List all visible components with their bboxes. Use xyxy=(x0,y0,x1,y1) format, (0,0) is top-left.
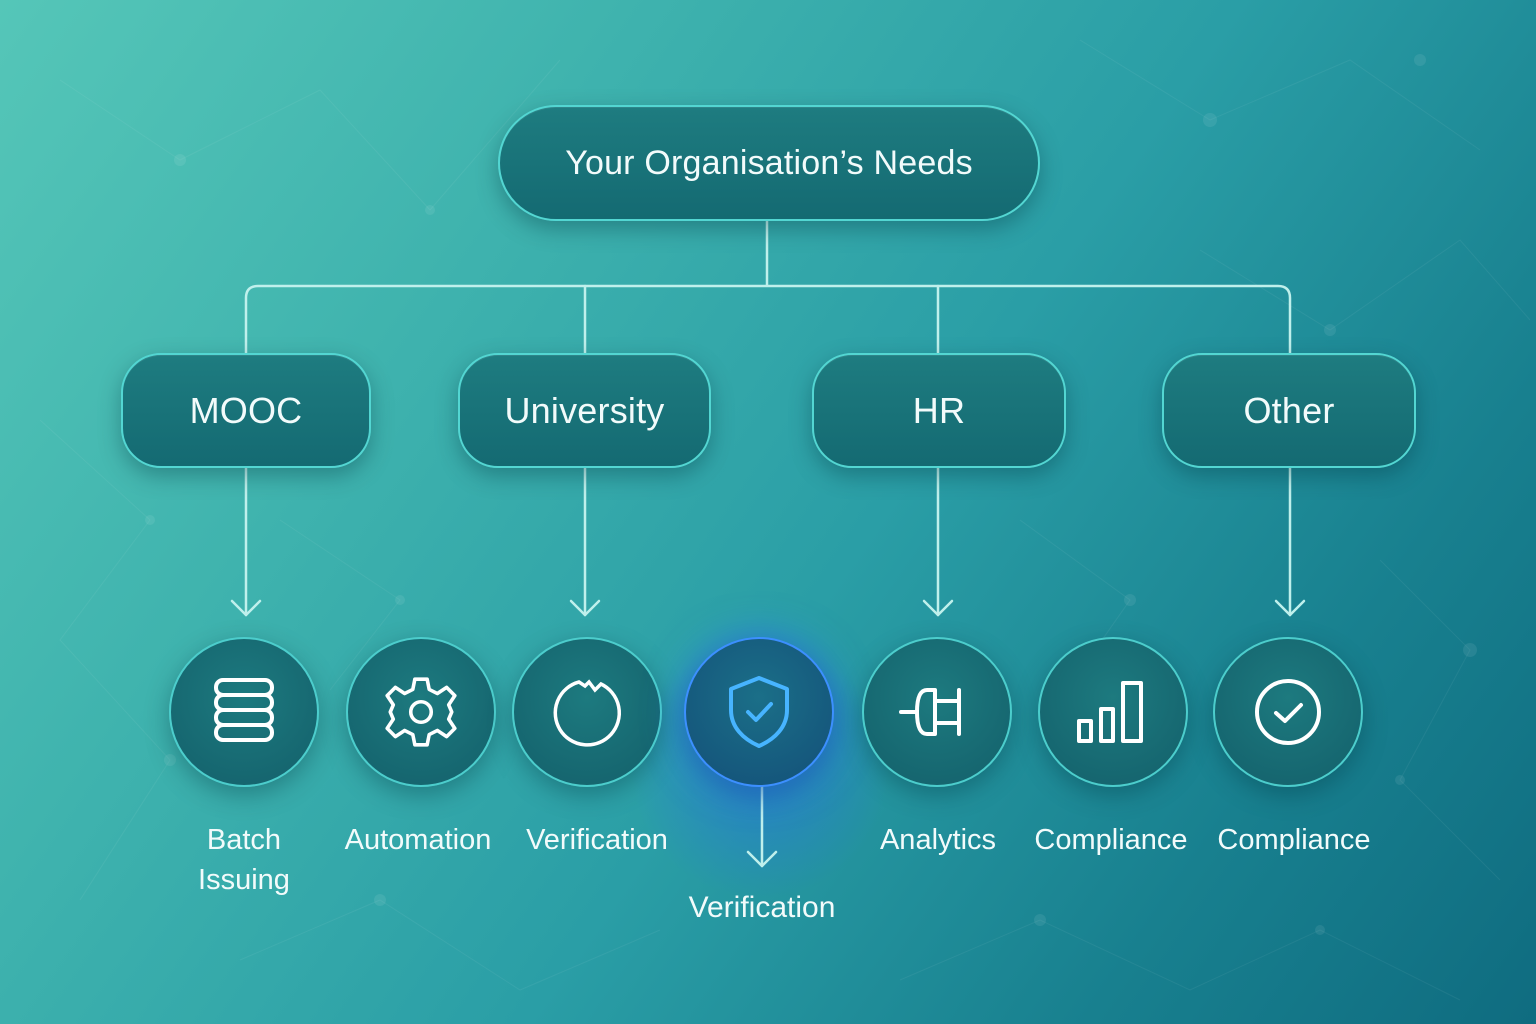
plug-icon xyxy=(899,688,961,736)
category-label: Other xyxy=(1243,389,1335,431)
bar-chart-icon xyxy=(1077,681,1143,743)
category-other[interactable]: Other xyxy=(1162,353,1416,468)
feature-label-verification-highlighted: Verification xyxy=(688,891,836,924)
circle-outline-icon xyxy=(553,679,621,747)
root-label: Your Organisation’s Needs xyxy=(565,143,973,182)
category-label: HR xyxy=(912,389,966,431)
feature-verification[interactable] xyxy=(512,637,662,787)
feature-label-analytics: Analytics xyxy=(879,824,997,856)
feature-label-compliance-2: Compliance xyxy=(1217,824,1371,856)
feature-batch-issuing[interactable] xyxy=(169,637,319,787)
check-circle-icon xyxy=(1255,679,1321,745)
feature-compliance[interactable] xyxy=(1038,637,1188,787)
feature-label-automation: Automation xyxy=(344,824,492,856)
gear-icon xyxy=(385,677,457,747)
category-hr[interactable]: HR xyxy=(812,353,1066,468)
feature-automation[interactable] xyxy=(346,637,496,787)
feature-verification-highlighted[interactable] xyxy=(684,637,834,787)
database-icon xyxy=(214,678,274,742)
feature-label-compliance: Compliance xyxy=(1034,824,1188,856)
root-node[interactable]: Your Organisation’s Needs xyxy=(498,105,1040,221)
category-university[interactable]: University xyxy=(458,353,711,468)
shield-check-icon xyxy=(729,676,789,748)
feature-label-batch-issuing: Batch Issuing xyxy=(198,824,290,896)
category-label: MOOC xyxy=(189,389,303,431)
branch-bar xyxy=(244,284,1292,355)
feature-analytics[interactable] xyxy=(862,637,1012,787)
category-mooc[interactable]: MOOC xyxy=(121,353,371,468)
feature-compliance-2[interactable] xyxy=(1213,637,1363,787)
category-label: University xyxy=(504,389,665,431)
feature-label-verification: Verification xyxy=(526,824,668,856)
